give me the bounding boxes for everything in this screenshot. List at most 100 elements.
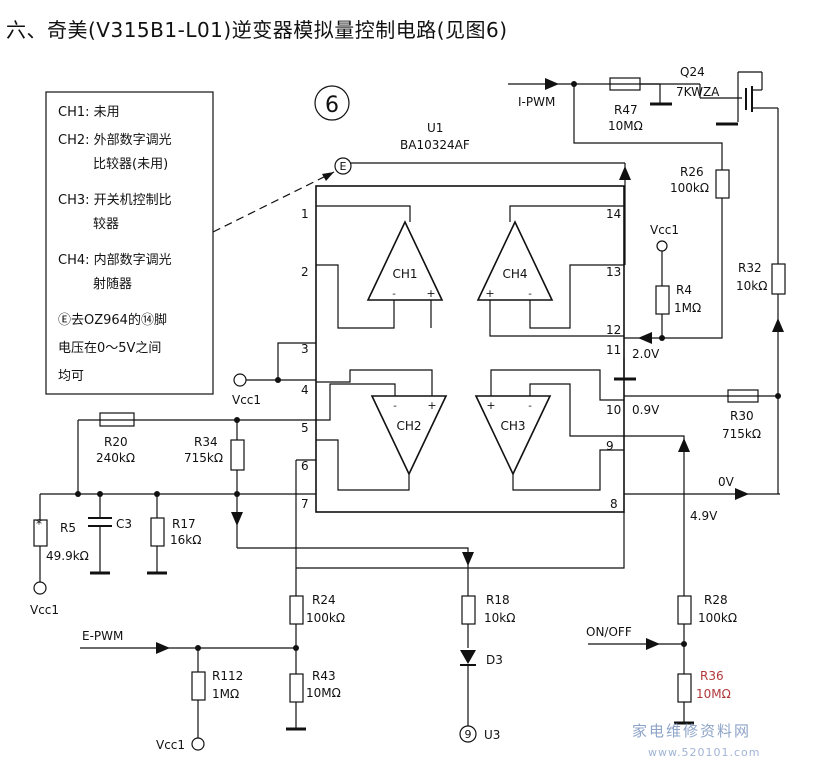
opamp-minus: - — [528, 401, 532, 412]
opamp-plus: + — [427, 399, 436, 412]
wire — [277, 342, 316, 380]
vcc1-terminal — [33, 581, 47, 595]
r20-value: 240kΩ — [96, 451, 135, 465]
notes-box — [45, 91, 214, 395]
vcc1-label: Vcc1 — [30, 603, 59, 617]
opamp-ch1-label: CH1 — [392, 267, 417, 281]
resistor-r24 — [289, 595, 304, 625]
opamp-minus: - — [528, 289, 532, 300]
pin-label: 12 — [606, 323, 621, 337]
wire — [316, 369, 433, 396]
note-line: 比较器(未用) — [93, 157, 168, 172]
wire — [509, 205, 624, 222]
r5-ref: R5 — [60, 521, 76, 535]
pin-label: 13 — [606, 265, 621, 279]
junction-dot — [681, 641, 687, 647]
junction-dot — [234, 491, 240, 497]
pin-label: 6 — [301, 459, 309, 473]
arrow — [619, 166, 631, 180]
resistor-r36 — [677, 673, 692, 703]
resistor-r18 — [461, 595, 476, 625]
note-line: CH1: 未用 — [58, 105, 120, 120]
r5-value: 49.9kΩ — [46, 549, 89, 563]
pin-label: 3 — [301, 342, 309, 356]
r5-mark: * — [36, 517, 42, 531]
r47-value: 10MΩ — [608, 119, 643, 133]
note-line: CH2: 外部数字调光 — [58, 133, 172, 148]
r112-value: 1MΩ — [212, 687, 239, 701]
wire — [316, 383, 396, 421]
r26-value: 100kΩ — [670, 181, 709, 195]
vcc1-terminal — [656, 240, 668, 252]
arrow — [646, 638, 660, 650]
arrow — [156, 642, 170, 654]
resistor-r20 — [99, 412, 135, 427]
ic-part-label: BA10324AF — [400, 138, 470, 152]
r43-value: 10MΩ — [306, 686, 341, 700]
resistor-r30 — [727, 389, 759, 403]
r20-ref: R20 — [104, 435, 128, 449]
e-marker-label: E — [340, 160, 347, 173]
junction-dot — [293, 645, 299, 651]
arrow — [735, 488, 749, 500]
watermark-url: www.520101.com — [648, 746, 760, 759]
note-pointer-arrow — [322, 172, 334, 181]
voltage-0-9v: 0.9V — [632, 403, 660, 417]
pin-label: 8 — [610, 497, 618, 511]
ic-u1-body — [315, 185, 625, 513]
junction-dot — [275, 377, 281, 383]
resistor-r4 — [655, 285, 670, 315]
arrow — [545, 78, 559, 90]
wire — [529, 264, 624, 329]
wire — [490, 369, 624, 401]
pin-label: 11 — [606, 343, 621, 357]
vcc1-terminal — [191, 737, 205, 751]
pin-label: 10 — [606, 403, 621, 417]
figure-number: 6 — [325, 93, 339, 118]
opamp-plus: + — [426, 287, 435, 300]
d3-ref: D3 — [486, 653, 503, 667]
opamp-plus: + — [486, 399, 495, 412]
opamp-ch4-label: CH4 — [502, 267, 527, 281]
r17-value: 16kΩ — [170, 533, 201, 547]
pin-label: 4 — [301, 383, 309, 397]
q24-value: 7KWZA — [676, 85, 720, 99]
u3-label: U3 — [484, 728, 500, 742]
c3-ref: C3 — [116, 517, 132, 531]
voltage-2v: 2.0V — [632, 347, 660, 361]
wire — [512, 449, 624, 491]
opamp-ch1 — [366, 220, 444, 301]
arrow — [462, 552, 474, 566]
junction-dot — [75, 491, 81, 497]
wire — [316, 264, 395, 329]
resistor-r43 — [289, 673, 304, 703]
pin-label: 14 — [606, 207, 621, 221]
vcc1-label: Vcc1 — [156, 738, 185, 752]
r43-ref: R43 — [312, 669, 336, 683]
r28-value: 100kΩ — [698, 611, 737, 625]
diode-d3 — [460, 650, 476, 664]
note-line: Ⓔ去OZ964的⑭脚 — [58, 312, 167, 328]
resistor-r112 — [191, 671, 206, 701]
note-line: 较器 — [93, 217, 119, 232]
resistor-r28 — [677, 595, 692, 625]
r32-ref: R32 — [738, 261, 762, 275]
resistor-r17 — [150, 517, 165, 547]
pin-label: 9 — [606, 439, 614, 453]
r4-value: 1MΩ — [674, 301, 701, 315]
wire — [529, 383, 624, 437]
note-pointer-line — [212, 171, 335, 233]
pin-label: 1 — [301, 207, 309, 221]
r34-value: 715kΩ — [184, 451, 223, 465]
watermark-text: 家电维修资料网 — [632, 722, 751, 740]
opamp-ch2 — [370, 395, 448, 476]
r112-ref: R112 — [212, 669, 243, 683]
wire — [296, 512, 625, 569]
vcc1-label: Vcc1 — [650, 223, 679, 237]
resistor-r32 — [771, 263, 786, 295]
resistor-r26 — [715, 169, 730, 199]
wire — [624, 198, 723, 339]
on-off-label: ON/OFF — [586, 625, 632, 639]
e-marker-circle — [334, 157, 352, 175]
